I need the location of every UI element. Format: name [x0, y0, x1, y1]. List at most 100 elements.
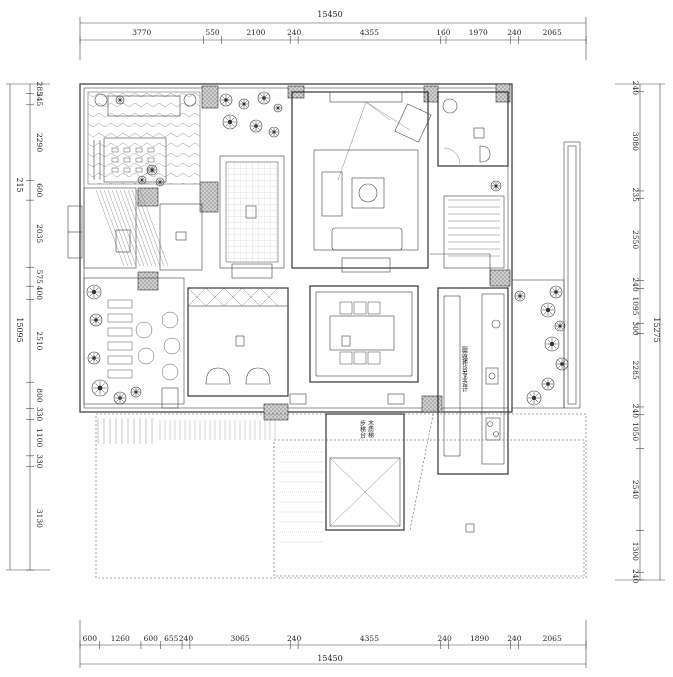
- living-room: [291, 91, 432, 273]
- bottom-dim-7: 4355: [360, 634, 379, 643]
- tree-3: [273, 103, 283, 113]
- top-dim-4: 4355: [360, 28, 379, 37]
- bottom-total-dim: 15450: [317, 654, 342, 663]
- right-dim-9: 1050: [631, 422, 640, 441]
- courtyard-pool: [87, 91, 201, 185]
- tree-left-2: [87, 351, 101, 365]
- left-dim-5: 575: [35, 270, 44, 285]
- left-dim-11: 330: [35, 454, 44, 469]
- right-garden: [511, 141, 581, 409]
- right-dim-2: 235: [631, 188, 640, 203]
- right-dim-0: 240: [631, 81, 640, 96]
- tree-right-5: [541, 377, 555, 391]
- top-total-dim: 15450: [317, 10, 342, 19]
- stair-label-1: 木质梯: [367, 419, 374, 439]
- left-total-dim: 15095: [15, 317, 24, 342]
- right-dim-11: 1300: [631, 542, 640, 561]
- tree-7: [115, 95, 125, 105]
- right-dim-1: 3080: [631, 132, 640, 151]
- trees-top: [115, 91, 283, 187]
- bottom-dim-8: 240: [438, 634, 453, 643]
- left-dim-6: 400: [35, 286, 44, 301]
- left-dim-7: 2510: [35, 331, 44, 350]
- bottom-dim-9: 1890: [470, 634, 489, 643]
- bottom-dim-3: 655: [164, 634, 179, 643]
- tree-5: [249, 119, 263, 133]
- structural-columns: [137, 83, 511, 421]
- tree-right-4: [555, 357, 569, 371]
- tree-left-6: [490, 180, 502, 192]
- bottom-dim-2: 600: [144, 634, 159, 643]
- tree-left-3: [91, 379, 109, 397]
- left-dim-4: 2035: [35, 224, 44, 243]
- right-dim-4: 240: [631, 277, 640, 292]
- top-dim-7: 240: [507, 28, 522, 37]
- top-dim-1: 550: [205, 28, 220, 37]
- tree-left-1: [89, 313, 103, 327]
- tree-left-0: [86, 284, 102, 300]
- tree-9: [155, 177, 165, 187]
- tree-right-3: [544, 336, 560, 352]
- left-garden: [83, 277, 185, 409]
- right-dim-5: 1095: [631, 297, 640, 316]
- tree-2: [257, 91, 271, 105]
- tea-room: [159, 155, 285, 279]
- left-dim-2: 2290: [35, 133, 44, 152]
- tree-left-4: [113, 391, 127, 405]
- right-total-dim: 15275: [652, 317, 661, 342]
- tree-right-1: [540, 302, 556, 318]
- right-dim-8: 240: [631, 404, 640, 419]
- tree-right-7: [514, 290, 526, 302]
- top-dim-3: 240: [287, 28, 302, 37]
- right-dim-3: 2550: [631, 230, 640, 249]
- right-dim-12: 240: [631, 569, 640, 584]
- tree-right-2: [554, 320, 566, 332]
- bottom-dim-6: 240: [287, 634, 302, 643]
- bottom-dim-11: 2065: [543, 634, 562, 643]
- staircase: [430, 195, 505, 284]
- tree-left-5: [130, 386, 142, 398]
- top-dim-8: 2065: [543, 28, 562, 37]
- right-dim-6: 300: [631, 321, 640, 336]
- top-dim-0: 3770: [132, 28, 151, 37]
- bottom-dim-1: 1260: [111, 634, 130, 643]
- bathroom: [437, 91, 509, 167]
- right-dim-10: 2540: [631, 480, 640, 499]
- front-terrace: 木质梯 步梯台: [95, 409, 587, 579]
- left-dim-9: 330: [35, 407, 44, 422]
- tree-8: [146, 164, 158, 176]
- left-dim-10: 1100: [35, 428, 44, 447]
- left-dim-12: 3130: [35, 509, 44, 528]
- top-dim-5: 160: [436, 28, 451, 37]
- tree-0: [219, 93, 233, 107]
- tree-1: [238, 98, 250, 110]
- left-dim-3: 600: [35, 183, 44, 198]
- tree-10: [137, 175, 147, 185]
- left-dim-0: 285: [35, 82, 44, 97]
- top-dim-2: 2100: [246, 28, 265, 37]
- left-dim-1: 345: [35, 92, 44, 107]
- left-dim-8: 800: [35, 388, 44, 403]
- dining-room: [309, 285, 419, 383]
- media-room: [187, 287, 405, 405]
- trees-left: [86, 180, 502, 405]
- left-extra-dim: 215: [15, 177, 24, 192]
- right-dim-7: 2285: [631, 361, 640, 380]
- tree-6: [268, 126, 280, 138]
- bottom-dim-10: 240: [507, 634, 522, 643]
- right-dimension-chain: 240 3080 235 2550 240 1095 300 2285 240 1050 2540 1…: [615, 81, 665, 584]
- tree-right-0: [549, 285, 563, 299]
- kitchen: 厨房操作台专业设计: [437, 287, 509, 475]
- stair-label-2: 步梯台: [359, 419, 366, 439]
- tree-right-6: [526, 390, 542, 406]
- kitchen-counter-note: 厨房操作台专业设计: [461, 346, 468, 393]
- bottom-dim-4: 240: [179, 634, 194, 643]
- tree-4: [222, 114, 238, 130]
- bottom-dim-5: 3065: [231, 634, 250, 643]
- entry-steps: [67, 187, 169, 269]
- bottom-dim-0: 600: [83, 634, 98, 643]
